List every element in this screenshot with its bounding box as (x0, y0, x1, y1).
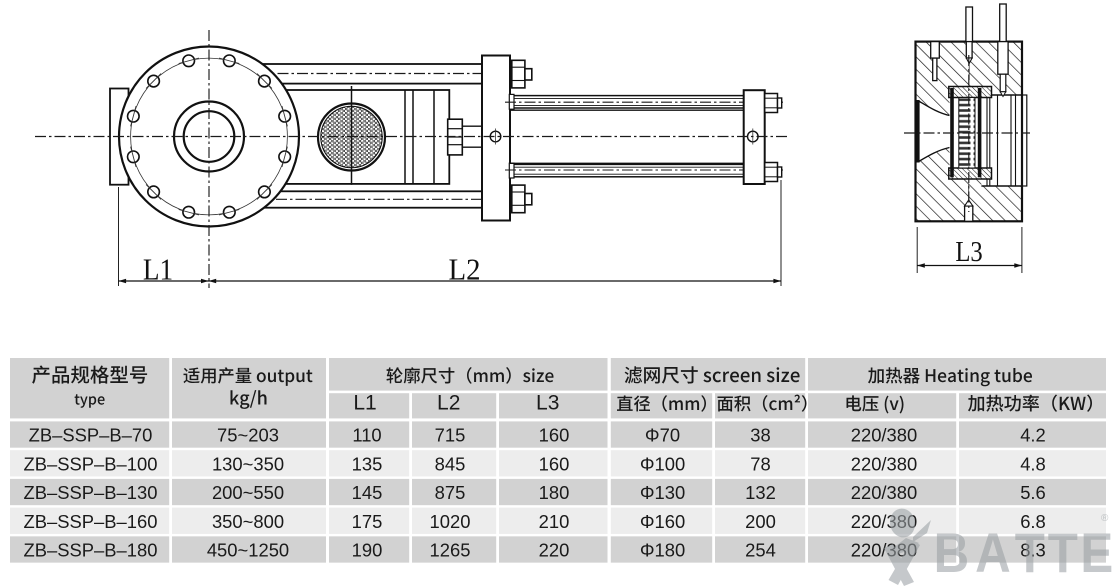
svg-text:Φ180: Φ180 (640, 540, 685, 561)
svg-text:130~350: 130~350 (212, 453, 284, 474)
svg-text:450~1250: 450~1250 (207, 540, 289, 561)
svg-text:A: A (975, 522, 1011, 585)
svg-text:ZB–SSP–B–70: ZB–SSP–B–70 (29, 425, 153, 446)
svg-text:L3: L3 (955, 235, 982, 267)
svg-text:Φ100: Φ100 (640, 453, 685, 474)
svg-text:220: 220 (539, 540, 570, 561)
svg-text:132: 132 (745, 482, 776, 503)
svg-text:E: E (1080, 522, 1113, 585)
svg-text:T: T (1015, 522, 1045, 585)
svg-text:75~203: 75~203 (217, 425, 279, 446)
svg-text:Φ70: Φ70 (645, 425, 680, 446)
svg-text:875: 875 (435, 482, 466, 503)
svg-text:220/380: 220/380 (851, 453, 917, 474)
svg-text:®: ® (1101, 513, 1109, 524)
svg-text:845: 845 (435, 453, 466, 474)
svg-text:254: 254 (745, 540, 776, 561)
svg-text:715: 715 (435, 425, 466, 446)
svg-text:145: 145 (352, 482, 383, 503)
svg-text:5.6: 5.6 (1020, 482, 1046, 503)
svg-text:4.8: 4.8 (1020, 453, 1046, 474)
svg-text:210: 210 (539, 511, 570, 532)
svg-text:38: 38 (750, 425, 770, 446)
svg-text:135: 135 (352, 453, 383, 474)
svg-text:200: 200 (745, 511, 776, 532)
svg-text:1020: 1020 (430, 511, 471, 532)
svg-text:220/380: 220/380 (851, 482, 917, 503)
svg-text:ZB–SSP–B–100: ZB–SSP–B–100 (24, 453, 158, 474)
svg-text:Φ160: Φ160 (640, 511, 685, 532)
svg-text:8.3: 8.3 (1020, 540, 1046, 561)
svg-text:Φ130: Φ130 (640, 482, 685, 503)
svg-text:ZB–SSP–B–160: ZB–SSP–B–160 (24, 511, 158, 532)
svg-text:78: 78 (750, 453, 770, 474)
svg-text:L1: L1 (353, 392, 376, 415)
svg-text:160: 160 (539, 453, 570, 474)
svg-text:4.2: 4.2 (1020, 425, 1046, 446)
svg-text:ZB–SSP–B–180: ZB–SSP–B–180 (24, 540, 158, 561)
svg-text:L2: L2 (437, 392, 460, 415)
svg-text:1265: 1265 (430, 540, 471, 561)
svg-text:L3: L3 (536, 392, 559, 415)
svg-text:B: B (934, 522, 970, 585)
svg-text:L1: L1 (143, 253, 173, 287)
svg-text:200~550: 200~550 (212, 482, 284, 503)
svg-text:ZB–SSP–B–130: ZB–SSP–B–130 (24, 482, 158, 503)
svg-text:220/380: 220/380 (851, 425, 917, 446)
svg-text:110: 110 (352, 425, 381, 446)
svg-text:T: T (1048, 522, 1078, 585)
svg-text:350~800: 350~800 (212, 511, 284, 532)
svg-text:6.8: 6.8 (1020, 511, 1046, 532)
svg-text:L2: L2 (448, 253, 480, 287)
svg-text:180: 180 (539, 482, 570, 503)
svg-text:160: 160 (539, 425, 570, 446)
svg-text:190: 190 (352, 540, 383, 561)
svg-text:175: 175 (352, 511, 383, 532)
